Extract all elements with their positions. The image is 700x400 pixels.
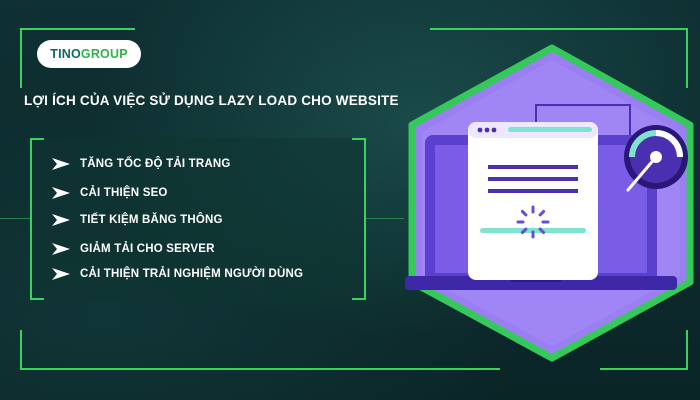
- frame-top-left-line: [20, 28, 135, 30]
- panel-connector-left: [0, 218, 30, 219]
- arrow-icon: [52, 243, 70, 255]
- panel-connector-right: [366, 218, 404, 219]
- benefit-item: CẢI THIỆN TRẢI NGHIỆM NGƯỜI DÙNG: [52, 268, 303, 280]
- benefit-item: TĂNG TỐC ĐỘ TẢI TRANG: [52, 158, 231, 170]
- page-title: LỢI ÍCH CỦA VIỆC SỬ DỤNG LAZY LOAD CHO W…: [24, 93, 399, 108]
- browser-window: [468, 122, 598, 280]
- frame-bottom-line: [20, 368, 500, 370]
- arrow-icon: [52, 268, 70, 280]
- benefits-panel: [30, 138, 366, 300]
- logo-text-tino: TINO: [50, 47, 81, 61]
- speedometer-icon: [624, 125, 688, 192]
- benefit-label: TIẾT KIỆM BĂNG THÔNG: [80, 214, 223, 226]
- connector-line: [535, 104, 631, 135]
- loading-spinner-icon: [516, 205, 550, 239]
- benefit-label: GIẢM TẢI CHO SERVER: [80, 243, 215, 255]
- frame-bottom-right-line: [600, 368, 688, 370]
- benefit-label: TĂNG TỐC ĐỘ TẢI TRANG: [80, 158, 231, 170]
- benefit-label: CẢI THIỆN SEO: [80, 187, 168, 199]
- benefit-label: CẢI THIỆN TRẢI NGHIỆM NGƯỜI DÙNG: [80, 268, 304, 280]
- frame-top-left-vertical: [20, 28, 22, 88]
- arrow-icon: [52, 187, 70, 199]
- frame-top-right-line: [430, 28, 688, 30]
- panel-bracket-left: [30, 138, 44, 300]
- benefit-item: CẢI THIỆN SEO: [52, 187, 168, 199]
- lazy-load-illustration: [405, 44, 694, 362]
- panel-bracket-right: [352, 138, 366, 300]
- logo-text-group: GROUP: [80, 47, 128, 61]
- frame-bottom-left-vertical: [20, 330, 22, 370]
- arrow-icon: [52, 214, 70, 226]
- frame-bottom-right-vertical: [686, 330, 688, 370]
- benefit-item: GIẢM TẢI CHO SERVER: [52, 243, 215, 255]
- arrow-icon: [52, 158, 70, 170]
- frame-top-right-vertical: [686, 28, 688, 88]
- benefit-item: TIẾT KIỆM BĂNG THÔNG: [52, 214, 223, 226]
